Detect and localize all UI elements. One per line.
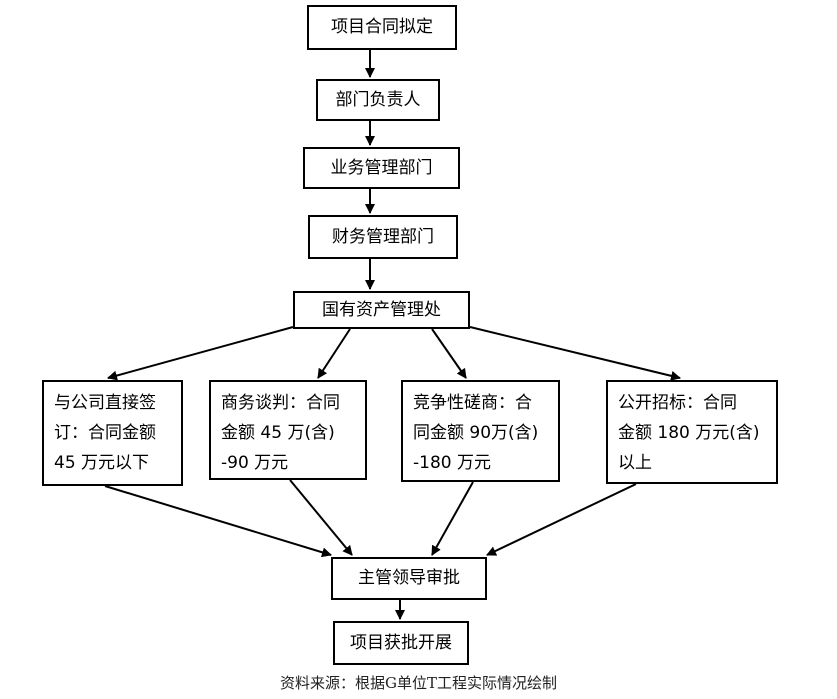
step-project-launch: 项目获批开展 xyxy=(333,621,469,665)
step-finance-management-label: 财务管理部门 xyxy=(332,226,434,247)
branch-direct-signing-line: 订：合同金额 xyxy=(54,423,156,443)
step-business-management: 业务管理部门 xyxy=(303,147,460,189)
step-leader-approval-label: 主管领导审批 xyxy=(358,568,460,589)
branch-direct-signing-line: 与公司直接签 xyxy=(54,393,156,413)
step-business-management-label: 业务管理部门 xyxy=(330,157,433,178)
step-state-assets-office: 国有资产管理处 xyxy=(293,291,470,329)
branch-competitive-consultation-line: 同金额 90万(含) xyxy=(413,423,539,443)
branch-business-negotiation-line: -90 万元 xyxy=(221,453,289,473)
branch-competitive-consultation-line: -180 万元 xyxy=(413,453,491,473)
arrow-b3-approval xyxy=(431,481,474,556)
branch-competitive-consultation: 竞争性磋商：合 同金额 90万(含) -180 万元 xyxy=(401,380,560,482)
branch-direct-signing: 与公司直接签 订：合同金额 45 万元以下 xyxy=(42,380,183,486)
branch-public-bidding-line: 公开招标：合同 xyxy=(618,393,737,413)
branch-business-negotiation-line: 金额 45 万(含) xyxy=(221,423,335,443)
branch-direct-signing-line: 45 万元以下 xyxy=(54,453,150,473)
step-finance-management: 财务管理部门 xyxy=(308,215,458,259)
step-contract-draft: 项目合同拟定 xyxy=(307,5,457,50)
branch-competitive-consultation-line: 竞争性磋商：合 xyxy=(413,393,532,413)
arrow-5-b2 xyxy=(317,328,351,379)
arrow-b4-approval xyxy=(486,483,637,556)
step-department-head-label: 部门负责人 xyxy=(335,89,421,110)
branch-public-bidding-line: 金额 180 万元(含) xyxy=(618,423,760,443)
step-department-head: 部门负责人 xyxy=(316,79,440,121)
source-note: 资料来源：根据G单位T工程实际情况绘制 xyxy=(280,674,557,692)
step-state-assets-office-label: 国有资产管理处 xyxy=(322,299,441,320)
branch-business-negotiation: 商务谈判：合同 金额 45 万(含) -90 万元 xyxy=(209,380,367,480)
step-project-launch-label: 项目获批开展 xyxy=(350,632,452,653)
branch-public-bidding-line: 以上 xyxy=(618,453,652,473)
branch-public-bidding: 公开招标：合同 金额 180 万元(含) 以上 xyxy=(606,380,778,484)
arrow-5-b1 xyxy=(107,326,294,381)
arrow-b2-approval xyxy=(289,479,353,556)
step-leader-approval: 主管领导审批 xyxy=(331,557,487,600)
arrow-5-b4 xyxy=(469,326,681,381)
arrow-5-b3 xyxy=(431,328,467,379)
step-contract-draft-label: 项目合同拟定 xyxy=(331,17,433,38)
branch-business-negotiation-line: 商务谈判：合同 xyxy=(221,393,340,413)
arrow-b1-approval xyxy=(104,485,332,558)
